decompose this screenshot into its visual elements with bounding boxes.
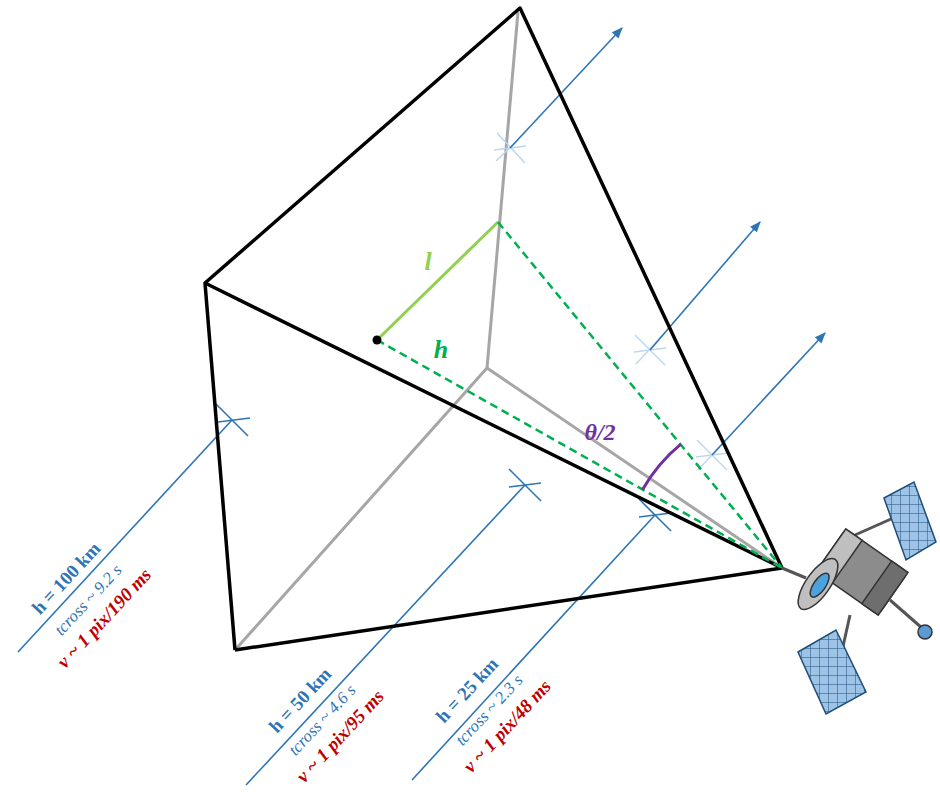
satellite-icon [782, 482, 936, 714]
hidden-trajectories [494, 133, 728, 470]
altitude-symbol: h [434, 337, 448, 363]
hidden-edges [235, 12, 782, 650]
angle-symbol: θ/2 [584, 420, 615, 444]
length-symbol: l [424, 249, 431, 275]
trajectories [18, 28, 825, 785]
pyramid-edges [205, 8, 782, 650]
crossing-markers [216, 404, 671, 531]
geometry-lines [373, 222, 783, 568]
